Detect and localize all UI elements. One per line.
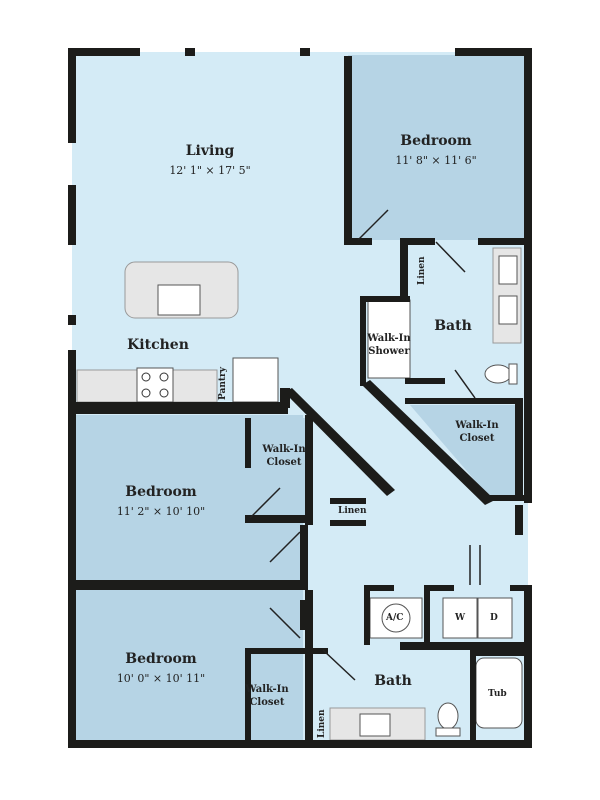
bedroom-bottom-label: Bedroom xyxy=(125,651,197,667)
bath-bottom-label: Bath xyxy=(374,673,412,689)
bedroom-bottom-dimensions: 10' 0" × 10' 11" xyxy=(116,672,206,685)
closet-mid-area xyxy=(248,418,308,518)
sink-icon xyxy=(157,284,201,316)
bath-top-label: Bath xyxy=(434,318,472,334)
toilet-bottom-icon xyxy=(437,702,459,730)
tub-label: Tub xyxy=(488,689,507,699)
closet-right-area xyxy=(410,405,520,498)
walls xyxy=(68,48,532,748)
linen-bottom-label: Linen xyxy=(317,709,327,738)
living-label: Living xyxy=(185,143,235,159)
bedroom-top-area xyxy=(348,55,524,240)
linen-top-label: Linen xyxy=(417,256,427,285)
diagonal-wall-mid xyxy=(284,388,395,496)
dryer-label: D xyxy=(490,613,498,623)
dryer-icon xyxy=(477,597,513,639)
living-dimensions: 12' 1" × 17' 5" xyxy=(169,164,251,177)
stove-icon xyxy=(136,367,174,403)
washer-icon xyxy=(442,597,478,639)
ac-label: A/C xyxy=(386,613,404,623)
bedroom-top-dimensions: 11' 8" × 11' 6" xyxy=(395,154,477,167)
bedroom-top-label: Bedroom xyxy=(400,133,472,149)
bedroom-bottom-area xyxy=(75,590,303,742)
kitchen-label: Kitchen xyxy=(127,337,189,353)
shower-icon xyxy=(367,299,411,379)
bedroom-mid-dimensions: 11' 2" × 10' 10" xyxy=(116,505,206,518)
bedroom-mid-label: Bedroom xyxy=(125,484,197,500)
diagonal-wall-right xyxy=(362,380,495,505)
refrigerator-icon xyxy=(232,357,279,403)
pantry-label: Pantry xyxy=(218,366,228,400)
doors xyxy=(249,209,481,681)
toilet-top-icon xyxy=(484,364,512,384)
linen-mid-label: Linen xyxy=(338,506,367,516)
washer-label: W xyxy=(455,613,466,623)
